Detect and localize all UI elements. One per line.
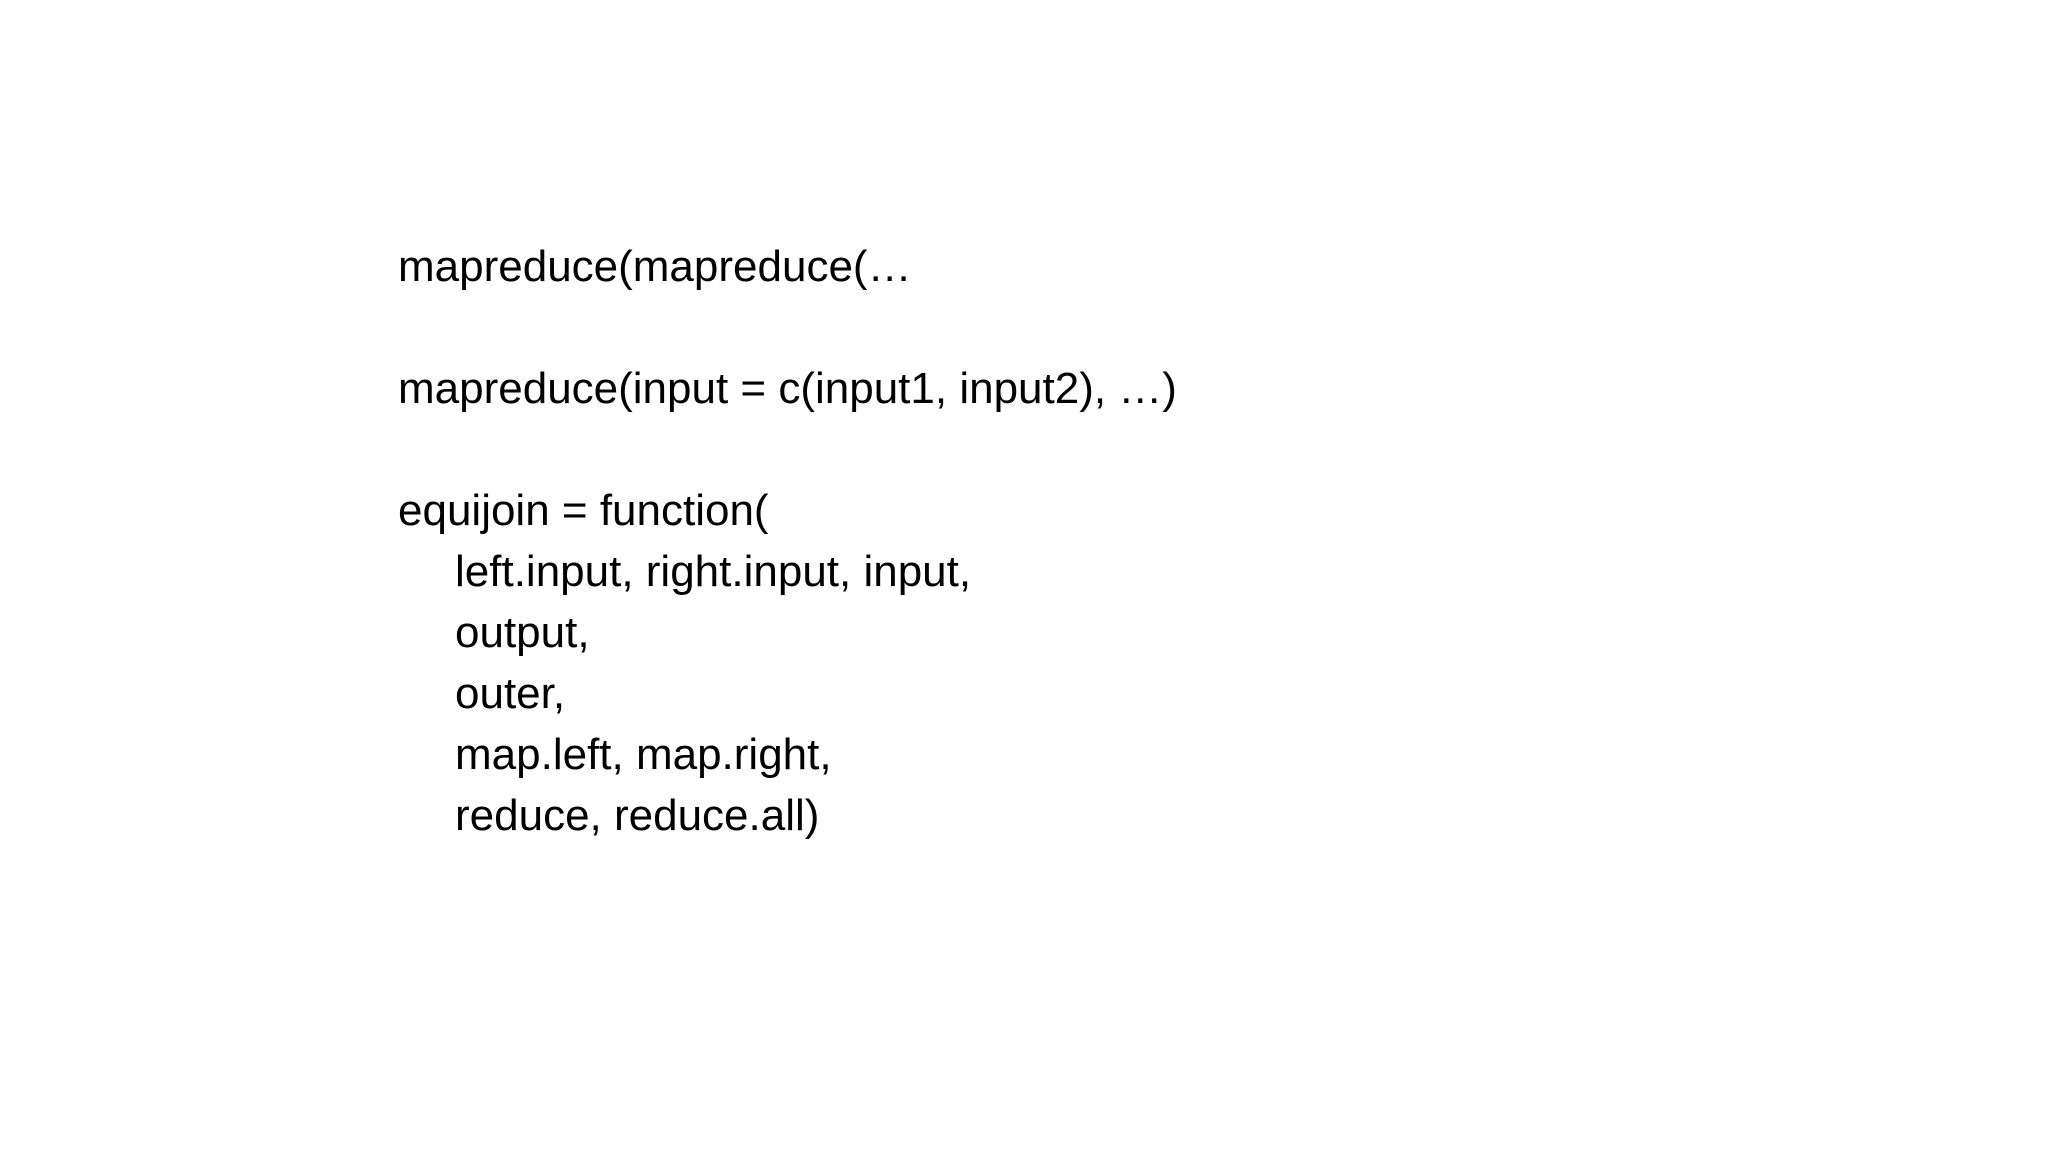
code-line-mapreduce-multiple-inputs: mapreduce(input = c(input1, input2), …): [398, 364, 1177, 413]
code-line-equijoin-arg-output: output,: [455, 608, 590, 657]
code-line-equijoin-arg-map: map.left, map.right,: [455, 730, 832, 779]
code-line-equijoin-arg-inputs: left.input, right.input, input,: [455, 547, 972, 596]
code-line-equijoin-arg-outer: outer,: [455, 669, 566, 718]
code-snippet-block: mapreduce(mapreduce(… mapreduce(input = …: [398, 236, 1898, 846]
code-line-mapreduce-nested: mapreduce(mapreduce(…: [398, 242, 912, 291]
code-line-equijoin-signature: equijoin = function(: [398, 486, 769, 535]
code-line-equijoin-arg-reduce: reduce, reduce.all): [455, 791, 820, 840]
